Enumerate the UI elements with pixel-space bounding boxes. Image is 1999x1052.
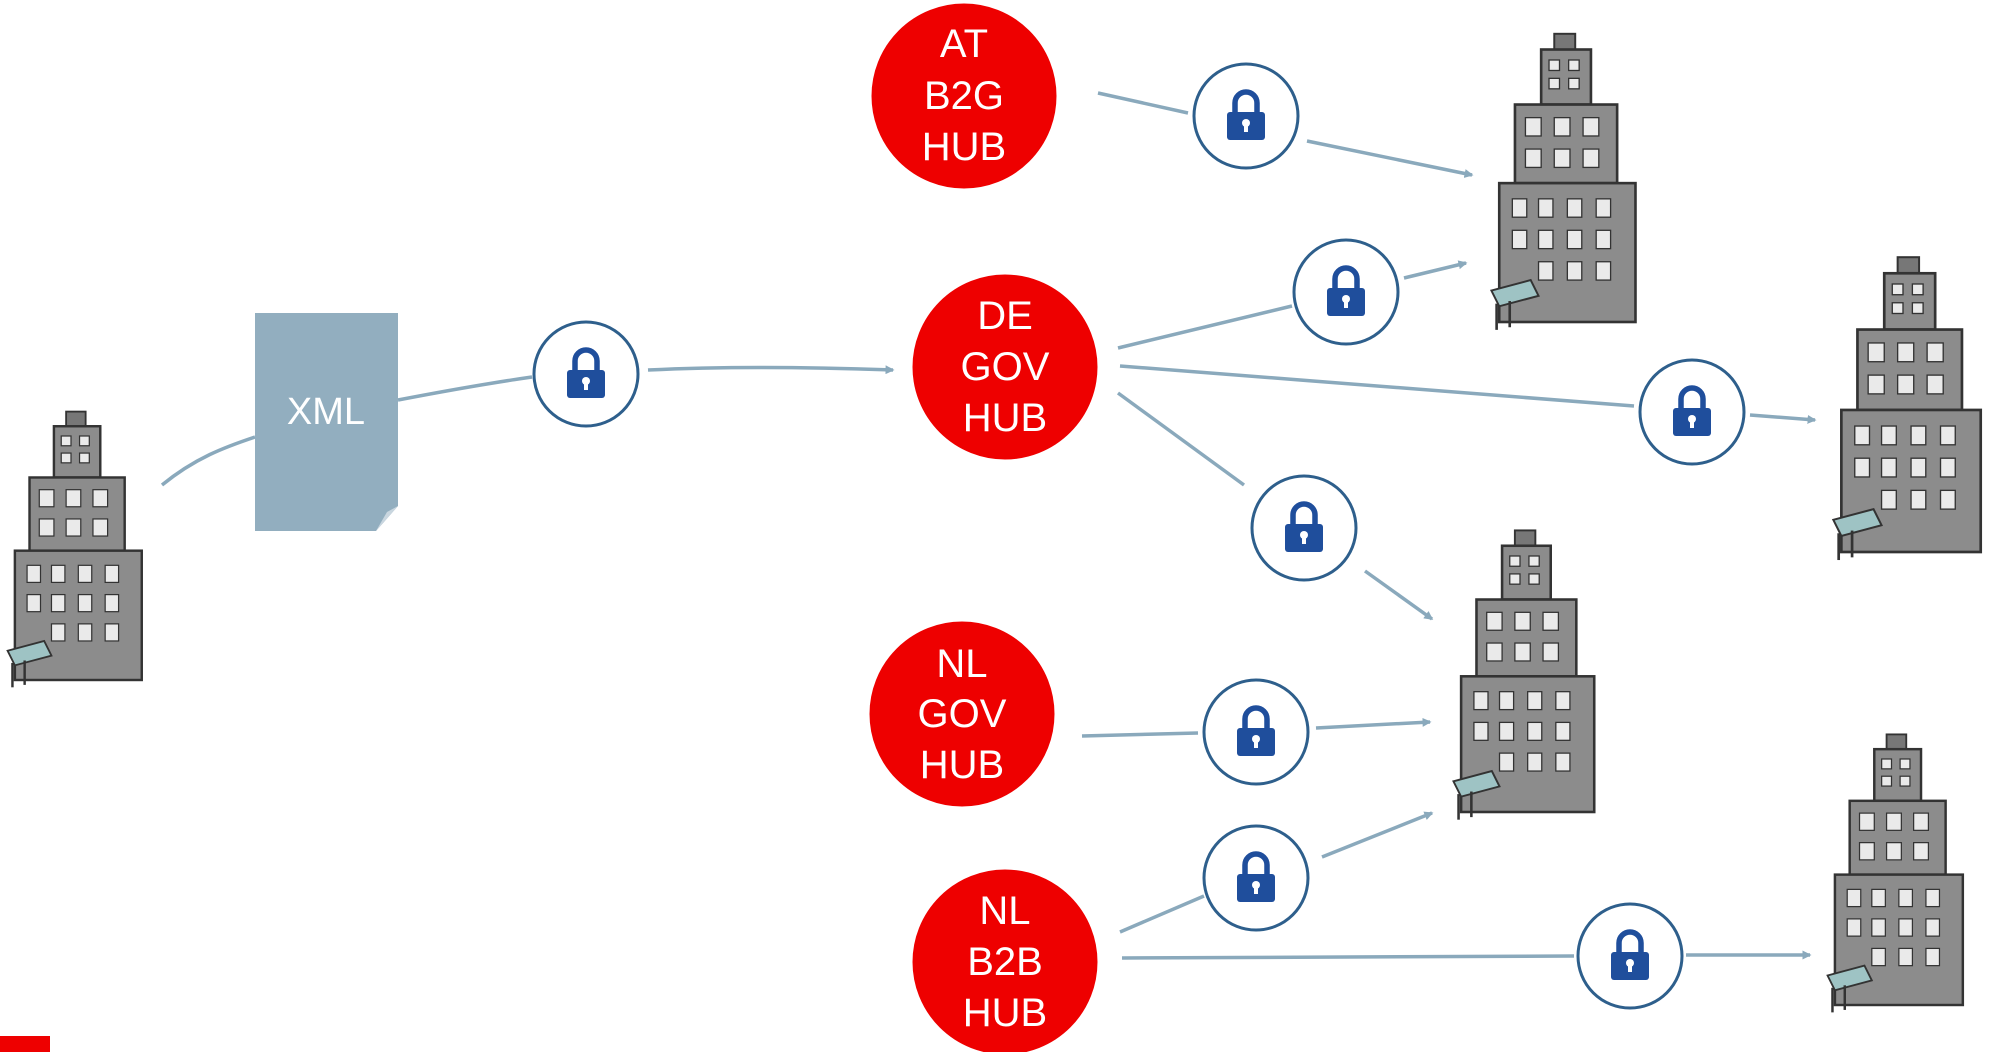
hub-nl-gov-line-3: HUB	[920, 743, 1004, 787]
hub-de-gov: DE GOV HUB	[909, 271, 1101, 463]
connector-lock-to-de-hub	[647, 365, 895, 375]
building-icon	[1831, 255, 1983, 562]
connector-de-hub-to-lock-1	[1117, 304, 1293, 350]
lock-badge-de-2	[1640, 360, 1744, 464]
building-receiver-2	[1831, 255, 1983, 562]
lock-badge-nl-b2b-1	[1204, 826, 1308, 930]
lock-badge-at	[1194, 64, 1298, 168]
connector-lock-to-building-3-from-nl-gov	[1315, 717, 1432, 730]
connector-lock-to-building-1-from-at	[1306, 139, 1474, 178]
lock-badge-de-3	[1252, 476, 1356, 580]
building-receiver-4	[1826, 733, 1965, 1014]
lock-badge-nl-b2b-2	[1578, 904, 1682, 1008]
connector-de-hub-to-lock-3	[1116, 391, 1246, 487]
connector-nl-b2b-hub-to-lock-1	[1119, 894, 1205, 934]
hub-nl-gov-line-2: GOV	[918, 692, 1007, 736]
building-icon	[1452, 529, 1596, 821]
connector-source-to-xml	[160, 435, 256, 487]
corner-accent-mark	[0, 1036, 50, 1052]
hub-nl-gov-line-1: NL	[936, 642, 987, 686]
xml-document: XML	[255, 313, 398, 531]
lock-badge-nl-gov	[1204, 680, 1308, 784]
document-icon	[255, 313, 398, 531]
hub-at-b2g-line-3: HUB	[922, 125, 1006, 169]
connectors	[160, 91, 1817, 960]
hub-de-gov-line-2: GOV	[961, 345, 1050, 389]
connector-xml-to-lock	[397, 375, 533, 402]
lock-badge-xml	[534, 322, 638, 426]
building-sender	[6, 410, 143, 689]
xml-label: XML	[287, 391, 365, 433]
hub-at-b2g-line-1: AT	[940, 22, 988, 66]
building-icon	[6, 410, 143, 689]
connector-lock-to-building-3-from-de	[1363, 569, 1434, 621]
connector-nl-b2b-hub-to-lock-2	[1121, 954, 1575, 960]
lock-icon	[1204, 826, 1308, 930]
hub-de-gov-line-1: DE	[977, 294, 1033, 338]
connector-nl-gov-hub-to-lock	[1081, 731, 1199, 738]
lock-icon	[1578, 904, 1682, 1008]
document-page-curl	[376, 506, 398, 531]
building-icon	[1826, 733, 1965, 1014]
hub-nl-b2b-line-2: B2B	[967, 940, 1043, 984]
hub-nl-b2b-line-1: NL	[979, 889, 1030, 933]
lock-icon	[534, 322, 638, 426]
hub-nl-b2b: NL B2B HUB	[909, 866, 1101, 1052]
hub-nl-gov: NL GOV HUB	[866, 618, 1058, 810]
hub-at-b2g: AT B2G HUB	[868, 0, 1060, 192]
connector-lock-to-building-1-from-de	[1403, 260, 1468, 280]
connector-at-hub-to-lock	[1097, 91, 1189, 115]
lock-icon	[1294, 240, 1398, 344]
lock-icon	[1252, 476, 1356, 580]
hub-nl-b2b-line-3: HUB	[963, 991, 1047, 1035]
lock-icon	[1194, 64, 1298, 168]
building-receiver-1	[1490, 32, 1637, 332]
lock-icon	[1204, 680, 1308, 784]
building-receiver-3	[1452, 529, 1596, 821]
lock-badge-de-1	[1294, 240, 1398, 344]
connector-lock-to-building-3-from-nl-b2b	[1321, 811, 1434, 859]
connector-de-hub-to-lock-2	[1119, 364, 1635, 408]
hub-at-b2g-line-2: B2G	[924, 74, 1004, 118]
connector-lock-to-building-2	[1749, 413, 1817, 424]
lock-icon	[1640, 360, 1744, 464]
building-icon	[1490, 32, 1637, 332]
hub-de-gov-line-3: HUB	[963, 396, 1047, 440]
